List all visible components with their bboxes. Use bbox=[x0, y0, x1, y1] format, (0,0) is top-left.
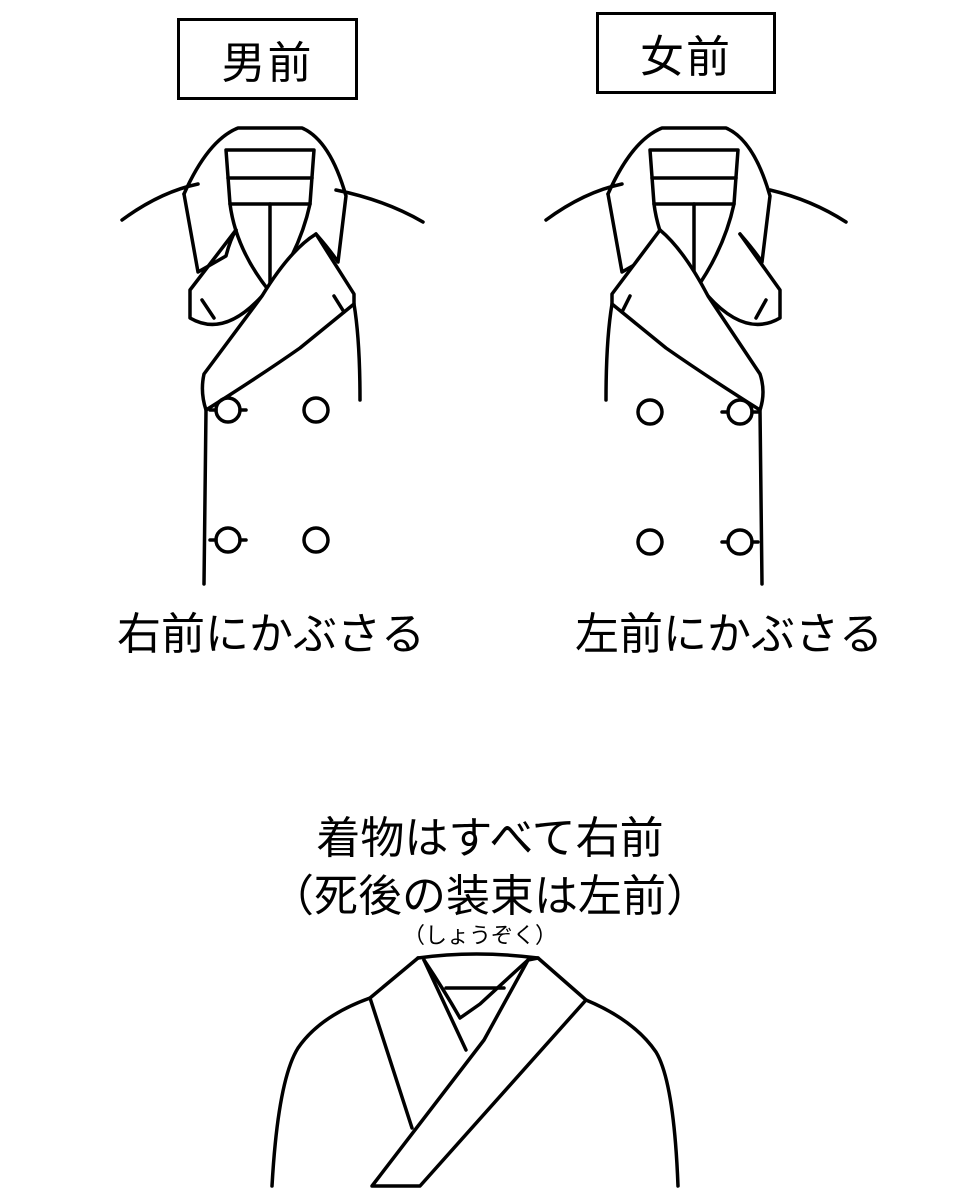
men-coat-lapel-right bbox=[200, 232, 356, 412]
women-coat-button bbox=[636, 398, 664, 426]
women-coat-front-edge bbox=[758, 408, 764, 586]
kimono-caption-line2: （死後の装束は左前） bbox=[270, 871, 710, 922]
women-label-box: 女前 bbox=[596, 12, 776, 94]
men-caption: 右前にかぶさる bbox=[117, 609, 425, 660]
kimono-collar-right bbox=[370, 956, 588, 1188]
women-coat bbox=[544, 126, 848, 586]
women-coat-pocket-right bbox=[754, 298, 768, 320]
men-coat-button bbox=[302, 526, 330, 554]
men-coat-shoulder-right bbox=[334, 188, 425, 224]
men-coat-shoulder-left bbox=[120, 182, 200, 222]
women-coat-button bbox=[726, 528, 754, 556]
men-label-box: 男前 bbox=[177, 18, 358, 100]
kimono bbox=[270, 952, 680, 1188]
kimono-inner-collar bbox=[422, 958, 530, 1020]
men-coat-button bbox=[214, 396, 242, 424]
kimono-collar-left-inner bbox=[422, 958, 468, 1052]
kimono-caption-line1: 着物はすべて右前 bbox=[316, 813, 664, 864]
women-coat-left-side bbox=[604, 302, 614, 402]
men-label: 男前 bbox=[221, 38, 314, 89]
women-coat-button bbox=[726, 398, 754, 426]
women-coat-pocket-left bbox=[620, 294, 632, 314]
men-coat-right-side bbox=[352, 302, 362, 402]
men-coat-pocket-right bbox=[332, 294, 346, 314]
women-coat-lapel-left bbox=[610, 228, 765, 412]
men-coat-button bbox=[214, 526, 242, 554]
kimono-shoulder-left bbox=[270, 996, 372, 1188]
women-coat-button bbox=[636, 528, 664, 556]
kimono-ruby: （しょうぞく） bbox=[402, 924, 557, 949]
kimono-collar-left bbox=[368, 956, 420, 1130]
women-coat-lapel-right bbox=[706, 232, 782, 327]
men-coat-lapel-left bbox=[188, 228, 264, 327]
men-coat-collar-left-point bbox=[182, 192, 238, 274]
kimono-shoulder-right bbox=[584, 998, 680, 1188]
women-label: 女前 bbox=[640, 32, 732, 83]
women-coat-shoulder-left bbox=[544, 182, 624, 222]
men-coat-pocket-left bbox=[200, 298, 216, 320]
women-coat-shoulder-right bbox=[768, 188, 848, 224]
men-coat bbox=[120, 126, 425, 586]
men-coat-front-edge bbox=[202, 408, 208, 586]
men-coat-collar bbox=[182, 126, 348, 264]
men-coat-button bbox=[302, 396, 330, 424]
kimono-neck bbox=[416, 952, 540, 960]
women-caption: 左前にかぶさる bbox=[575, 609, 883, 660]
